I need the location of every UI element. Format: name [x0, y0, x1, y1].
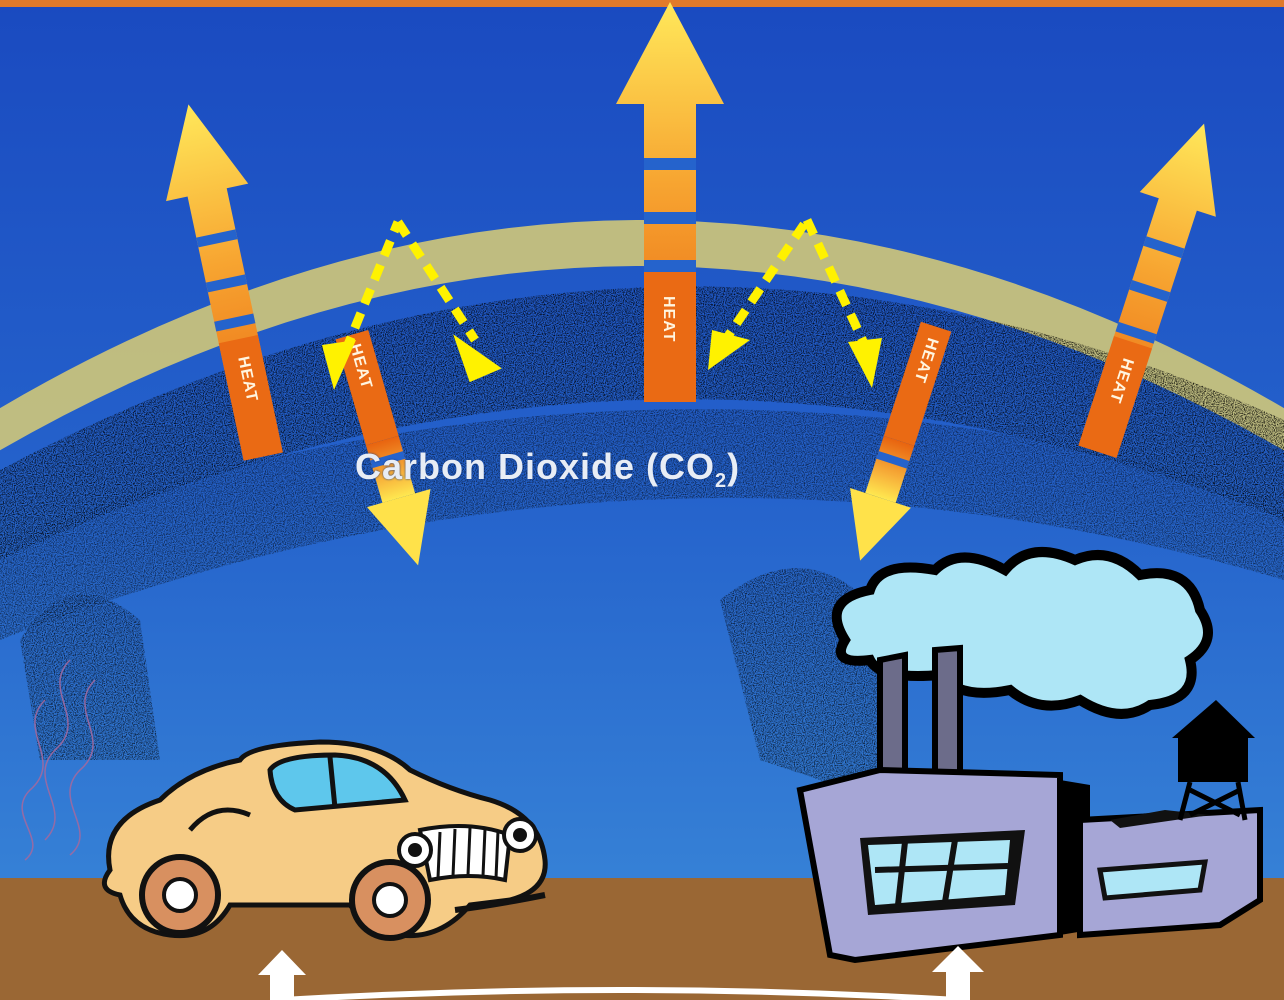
ground-arrow-left	[258, 950, 306, 1000]
ground-arrow-right	[932, 946, 984, 1000]
car-icon	[101, 739, 548, 941]
heat-label-center: HEAT	[660, 296, 677, 342]
co2-label-subscript: 2	[715, 470, 728, 492]
ground-connector-line	[281, 987, 959, 1000]
co2-label-text: Carbon Dioxide (CO	[355, 446, 716, 487]
heat-arrow-escaping-center: HEAT	[616, 2, 724, 402]
heat-arrow-escaping-right: HEAT	[1078, 123, 1216, 458]
co2-label: Carbon Dioxide (CO2)	[355, 446, 855, 496]
heat-waves-icon	[21, 659, 96, 861]
reflection-arrowhead-left-1	[322, 340, 356, 390]
reflection-arrowhead-right-1	[708, 330, 750, 370]
water-tower-icon	[1172, 700, 1255, 821]
reflection-arrowhead-left-2	[453, 334, 502, 383]
reflection-arrows-left	[340, 219, 479, 354]
heat-arrow-trapped-left: HEAT	[335, 329, 431, 566]
heat-arrow-trapped-right: HEAT	[850, 321, 952, 561]
co2-label-closing: )	[727, 446, 741, 487]
reflection-arrowhead-right-2	[848, 338, 882, 388]
factory-icon	[796, 547, 1263, 964]
heat-arrow-escaping-left: HEAT	[166, 104, 283, 461]
